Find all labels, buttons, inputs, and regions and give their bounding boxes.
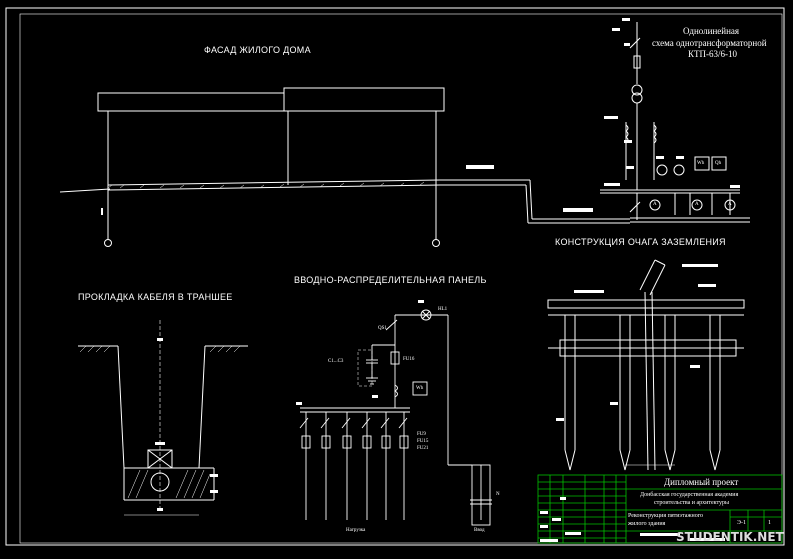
watermark: STUDENTIK.NET bbox=[676, 530, 784, 544]
qs1-label: QS1 bbox=[378, 326, 387, 331]
trench-title: ПРОКЛАДКА КАБЕЛЯ В ТРАНШЕЕ bbox=[78, 292, 233, 302]
fu16-label: FU16 bbox=[403, 357, 415, 362]
fuse-label-2: FU15 bbox=[417, 439, 429, 444]
neutral-label: N bbox=[496, 492, 500, 497]
grounding-drawing bbox=[547, 259, 745, 471]
single-line-title-2: схема однотрансформаторной bbox=[652, 38, 767, 48]
doc-line-2: жилого здания bbox=[628, 521, 666, 527]
fuse-label-1: FU9 bbox=[417, 432, 426, 437]
cable-tag-1 bbox=[466, 165, 494, 169]
fuse-label-3: FU21 bbox=[417, 446, 429, 451]
doc-line-1: Реконструкция пятиэтажного bbox=[628, 513, 704, 519]
input-label: Ввод bbox=[474, 528, 485, 533]
facade-title: ФАСАД ЖИЛОГО ДОМА bbox=[204, 45, 311, 55]
grounding-tags bbox=[556, 264, 718, 421]
scheme-tags bbox=[604, 18, 740, 188]
panel-tags bbox=[296, 300, 424, 405]
title-block-tags bbox=[540, 497, 725, 542]
panel-drawing bbox=[299, 309, 492, 526]
meter-wh-label: Wh bbox=[697, 161, 705, 166]
cable-tag-2 bbox=[563, 208, 593, 212]
hl1-label: HL1 bbox=[438, 307, 448, 312]
title-block bbox=[537, 474, 783, 544]
sheet-code: Э-1 bbox=[737, 520, 746, 526]
grounding-title: КОНСТРУКЦИЯ ОЧАГА ЗАЗЕМЛЕНИЯ bbox=[555, 237, 726, 247]
single-line-title-3: КТП-63/6-10 bbox=[688, 49, 737, 59]
inner-frame bbox=[19, 13, 783, 544]
ground-hatch bbox=[107, 181, 425, 189]
ammeter-1-label: A bbox=[653, 202, 657, 207]
ammeter-2-label: A bbox=[695, 202, 699, 207]
single-line-title-1: Однолинейная bbox=[683, 26, 740, 36]
caps-label: C1...C3 bbox=[328, 359, 344, 364]
ammeter-3-label: A bbox=[728, 202, 732, 207]
org-line-2: строительства и архитектуры bbox=[654, 500, 730, 506]
org-line-1: Донбасская государственная академия bbox=[640, 492, 739, 498]
trench-tags bbox=[155, 338, 218, 511]
load-label: Нагрузка bbox=[346, 528, 366, 533]
trench-drawing bbox=[78, 320, 248, 516]
panel-meter-label: Wh bbox=[416, 386, 424, 391]
single-line-scheme bbox=[600, 22, 750, 223]
facade-drawing bbox=[59, 87, 630, 247]
project-name: Дипломный проект bbox=[664, 477, 739, 487]
outer-frame bbox=[5, 7, 785, 546]
sheet-number: 1 bbox=[768, 520, 771, 526]
panel-title: ВВОДНО-РАСПРЕДЕЛИТЕЛЬНАЯ ПАНЕЛЬ bbox=[294, 275, 487, 285]
trench-hatch bbox=[79, 345, 241, 499]
meter-qh-label: Qh bbox=[715, 161, 722, 166]
